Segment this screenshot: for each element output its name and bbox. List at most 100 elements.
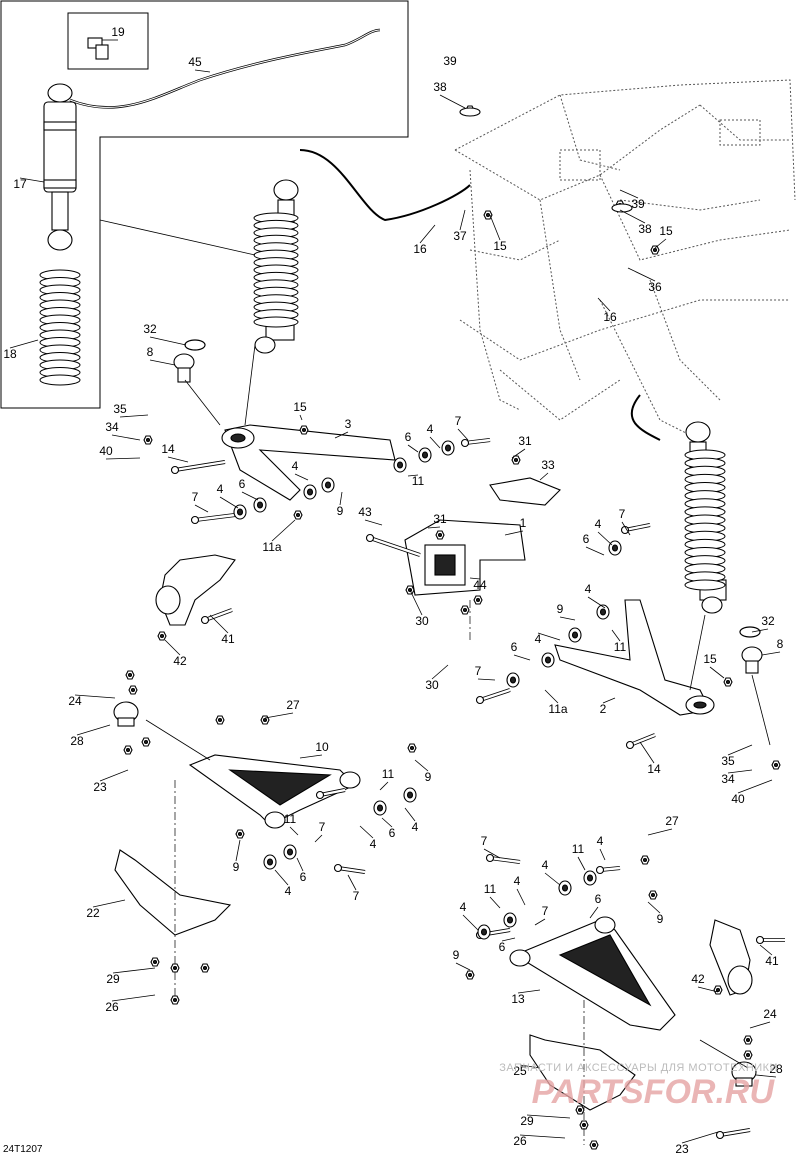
leader-line <box>517 989 541 994</box>
callout-10: 10 <box>315 740 329 754</box>
callout-26: 26 <box>105 1000 119 1014</box>
bushing <box>321 477 335 493</box>
left-steering-knuckle <box>155 554 236 626</box>
leader-line <box>537 632 561 641</box>
left-shock-spring <box>253 212 299 328</box>
callout-42: 42 <box>691 972 705 986</box>
leader-line <box>697 986 719 993</box>
callout-11: 11 <box>484 882 497 896</box>
leader-line <box>597 531 613 546</box>
callout-37: 37 <box>453 229 467 243</box>
bolt <box>755 935 785 945</box>
leader-line <box>314 834 323 843</box>
callout-27: 27 <box>286 698 300 712</box>
leader-line <box>459 209 466 231</box>
callout-23: 23 <box>93 780 107 794</box>
bushing <box>558 880 572 896</box>
callout-4: 4 <box>542 858 549 872</box>
callout-25: 25 <box>513 1064 527 1078</box>
leader-line <box>431 664 449 680</box>
callout-40: 40 <box>731 792 745 806</box>
callout-4: 4 <box>585 582 592 596</box>
leader-line <box>407 474 419 477</box>
leader-line <box>462 914 479 931</box>
callout-32: 32 <box>143 322 157 336</box>
callout-3: 3 <box>345 417 352 431</box>
callout-7: 7 <box>353 889 360 903</box>
nut <box>235 829 245 839</box>
inset-spring-coils <box>39 269 81 386</box>
ball-joint-left-lower <box>113 701 139 727</box>
callout-7: 7 <box>542 904 549 918</box>
leader-line <box>164 639 181 656</box>
retaining-ring <box>184 339 206 351</box>
washer <box>611 203 633 213</box>
leader-line <box>513 654 531 661</box>
callout-7: 7 <box>319 820 326 834</box>
callout-17: 17 <box>13 177 27 191</box>
leader-line <box>209 614 229 634</box>
callout-13: 13 <box>511 992 525 1006</box>
leader-line <box>76 724 111 736</box>
bushing <box>477 924 491 940</box>
bolt <box>485 853 521 864</box>
callout-30: 30 <box>425 678 439 692</box>
leader-line <box>105 457 141 460</box>
ball-joint-right-upper <box>741 646 763 674</box>
leader-line <box>194 504 209 513</box>
left-skid-plate <box>114 849 232 936</box>
nut <box>293 510 303 520</box>
upper-left-a-arm <box>221 424 396 501</box>
callout-8: 8 <box>147 345 154 359</box>
leader-line <box>294 473 309 481</box>
leader-line <box>299 414 303 421</box>
callout-29: 29 <box>520 1114 534 1128</box>
callout-7: 7 <box>192 490 199 504</box>
leader-line <box>589 906 599 919</box>
leader-line <box>219 496 239 509</box>
bolt <box>620 523 651 535</box>
callout-11: 11 <box>412 474 425 488</box>
bushing <box>608 540 622 556</box>
callout-labels: 1945171839383938163715153616328153353440… <box>3 25 783 1156</box>
leader-line <box>647 901 661 914</box>
nut <box>460 605 470 615</box>
leader-line <box>519 1134 566 1139</box>
bushing <box>506 672 520 688</box>
arrow-leader <box>699 1039 749 1069</box>
callout-9: 9 <box>337 504 344 518</box>
leader-line <box>379 781 389 791</box>
callout-28: 28 <box>769 1062 783 1076</box>
arrow-leader <box>184 379 221 426</box>
leader-line <box>504 530 524 536</box>
callout-44: 44 <box>473 578 487 592</box>
callout-29: 29 <box>106 972 120 986</box>
leader-line <box>619 189 639 199</box>
bushing <box>403 787 417 803</box>
callout-7: 7 <box>455 414 462 428</box>
leader-line <box>647 828 673 836</box>
callout-4: 4 <box>597 834 604 848</box>
bracket-part <box>404 519 526 596</box>
leader-line <box>404 807 416 822</box>
leader-line <box>149 336 187 346</box>
leader-line <box>597 297 611 312</box>
callout-42: 42 <box>173 654 187 668</box>
leader-line <box>427 526 441 529</box>
leader-line <box>511 448 526 459</box>
nut <box>771 760 781 770</box>
nut <box>483 210 493 220</box>
callout-6: 6 <box>583 532 590 546</box>
callout-1: 1 <box>520 516 527 530</box>
callout-9: 9 <box>453 948 460 962</box>
callout-41: 41 <box>765 954 779 968</box>
leader-line <box>119 414 149 418</box>
leader-line <box>654 238 667 249</box>
leader-line <box>627 267 656 282</box>
leader-line <box>727 744 753 756</box>
leader-line <box>759 944 773 956</box>
bushing <box>253 497 267 513</box>
callout-16: 16 <box>413 242 427 256</box>
bolt <box>200 608 233 625</box>
